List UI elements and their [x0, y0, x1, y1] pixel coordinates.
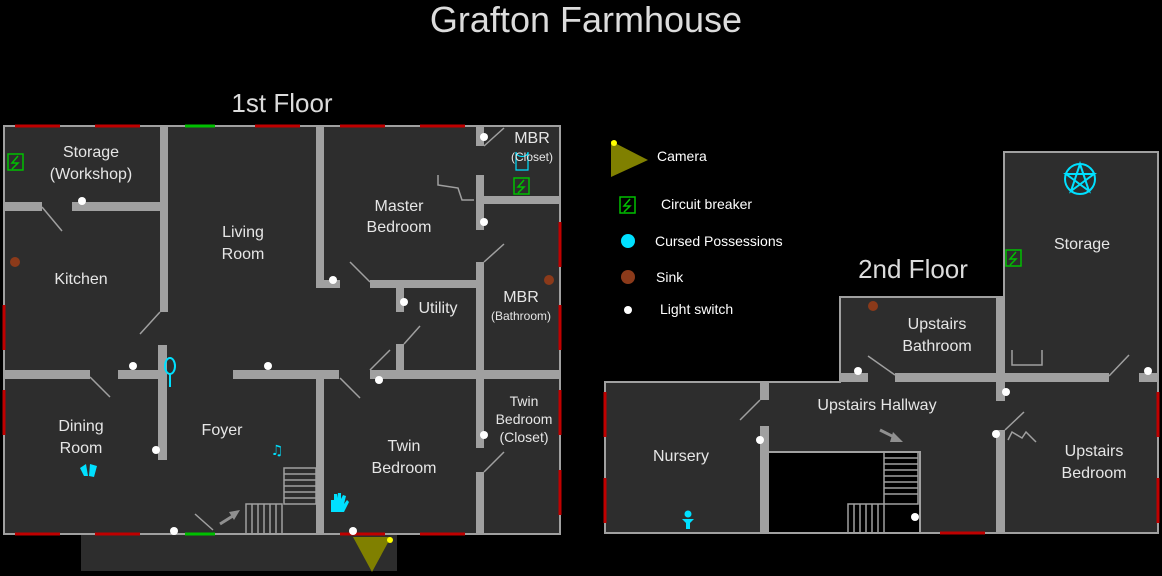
second-floor-light-switches [756, 367, 1152, 521]
room-label-mbr-bathroom-sub: (Bathroom) [491, 309, 551, 323]
first-floor-light-switches [78, 133, 488, 535]
haunted-mirror-icon [164, 357, 176, 387]
room-label-upstairs-hallway: Upstairs Hallway [817, 397, 936, 414]
light-switch-icon [152, 446, 160, 454]
room-label-upstairs-bathroom-2: Bathroom [902, 338, 971, 355]
stairwell [761, 451, 921, 534]
first-floor: ♫ Storage (Workshop) Kitchen Living Room… [2, 124, 562, 572]
room-label-twin-closet-2: Bedroom [496, 411, 553, 427]
light-switch-icon [756, 436, 764, 444]
light-switch-icon [480, 133, 488, 141]
sink-icon [10, 257, 20, 267]
light-switch-icon [480, 431, 488, 439]
second-floor-door-lines [739, 350, 1130, 443]
light-switch-icon [329, 276, 337, 284]
light-switch-icon [170, 527, 178, 535]
room-label-utility: Utility [418, 300, 457, 317]
light-switch-icon [1144, 367, 1152, 375]
room-label-storage-workshop: Storage [63, 144, 119, 161]
light-switch-icon [992, 430, 1000, 438]
room-label-twin-bedroom-2: Bedroom [372, 460, 437, 477]
light-switch-icon [400, 298, 408, 306]
sink-icon [621, 270, 635, 284]
second-floor-walls [760, 297, 1158, 533]
room-label-kitchen: Kitchen [54, 271, 107, 288]
room-label-storage-workshop-2: (Workshop) [50, 166, 132, 183]
light-switch-icon [78, 197, 86, 205]
legend-label-sink: Sink [656, 269, 684, 285]
room-label-nursery: Nursery [653, 448, 709, 465]
camera-icon [611, 141, 648, 177]
sink-icon [868, 301, 878, 311]
first-floor-label: 1st Floor [231, 88, 332, 118]
first-floor-door-lines [41, 127, 505, 531]
light-switch-icon [911, 513, 919, 521]
room-label-foyer: Foyer [202, 422, 244, 439]
svg-text:♫: ♫ [271, 443, 284, 459]
music-box-icon: ♫ [271, 443, 284, 459]
light-switch-icon [624, 306, 632, 314]
first-floor-windows [2, 124, 562, 536]
first-floor-room-labels: Storage (Workshop) Kitchen Living Room M… [50, 130, 553, 477]
legend-item-cursed-possessions: Cursed Possessions [621, 233, 783, 249]
room-label-twin-closet-3: (Closet) [499, 429, 548, 445]
legend-item-camera: Camera [611, 140, 707, 177]
first-floor-stairs [245, 467, 317, 535]
legend: Camera Circuit breaker Cursed Possession… [611, 140, 783, 317]
room-label-living-room: Living [222, 224, 264, 241]
light-switch-icon [349, 527, 357, 535]
light-switch-icon [480, 218, 488, 226]
summoning-circle-icon [515, 151, 529, 171]
legend-item-light-switch: Light switch [624, 301, 733, 317]
light-switch-icon [264, 362, 272, 370]
circuit-breaker-icon [7, 153, 24, 171]
light-switch-icon [375, 376, 383, 384]
room-label-upstairs-bathroom: Upstairs [908, 316, 967, 333]
legend-label-light-switch: Light switch [660, 301, 733, 317]
summoning-pentagram-icon [1062, 160, 1098, 195]
circuit-breaker-icon [513, 177, 530, 195]
circuit-breaker-icon [619, 196, 636, 214]
porch [81, 535, 397, 571]
room-label-mbr-bathroom: MBR [503, 289, 539, 306]
first-floor-stair-arrow-icon [219, 510, 240, 526]
second-floor-stairs [847, 451, 919, 534]
room-label-mbr-closet-sub: (Closet) [511, 150, 553, 164]
map-title: Grafton Farmhouse [430, 0, 742, 40]
second-floor-windows [603, 392, 1160, 535]
sink-icon [544, 275, 554, 285]
light-switch-icon [129, 362, 137, 370]
second-floor-room-labels: Storage Upstairs Bathroom Upstairs Hallw… [653, 236, 1126, 482]
room-label-mbr-closet: MBR [514, 130, 550, 147]
legend-label-camera: Camera [657, 148, 707, 164]
room-label-upstairs-bedroom-2: Bedroom [1062, 465, 1127, 482]
legend-label-circuit-breaker: Circuit breaker [661, 196, 752, 212]
first-floor-walls [4, 126, 560, 534]
second-floor-stair-arrow-icon [879, 428, 903, 442]
room-label-upstairs-bedroom: Upstairs [1065, 443, 1124, 460]
second-floor: Storage Upstairs Bathroom Upstairs Hallw… [603, 151, 1160, 535]
first-floor-doors [185, 124, 215, 536]
circuit-breaker-icon [1005, 249, 1022, 267]
haunted-doll-icon [682, 510, 694, 529]
legend-item-circuit-breaker: Circuit breaker [619, 196, 752, 214]
room-label-master-bedroom-2: Bedroom [367, 219, 432, 236]
legend-label-cursed-possessions: Cursed Possessions [655, 233, 783, 249]
room-label-living-room-2: Room [222, 246, 265, 263]
room-label-dining-room-2: Room [60, 440, 103, 457]
light-switch-icon [854, 367, 862, 375]
camera-icon [353, 537, 393, 572]
legend-item-sink: Sink [621, 269, 684, 285]
second-floor-label: 2nd Floor [858, 254, 968, 284]
room-label-storage: Storage [1054, 236, 1110, 253]
room-label-twin-closet: Twin [510, 393, 539, 409]
voodoo-doll-icon [80, 464, 97, 477]
light-switch-icon [1002, 388, 1010, 396]
room-label-master-bedroom: Master [375, 198, 425, 215]
room-label-twin-bedroom: Twin [388, 438, 421, 455]
monkey-paw-icon [331, 493, 349, 512]
cursed-possession-icon [621, 234, 635, 248]
room-label-dining-room: Dining [58, 418, 103, 435]
